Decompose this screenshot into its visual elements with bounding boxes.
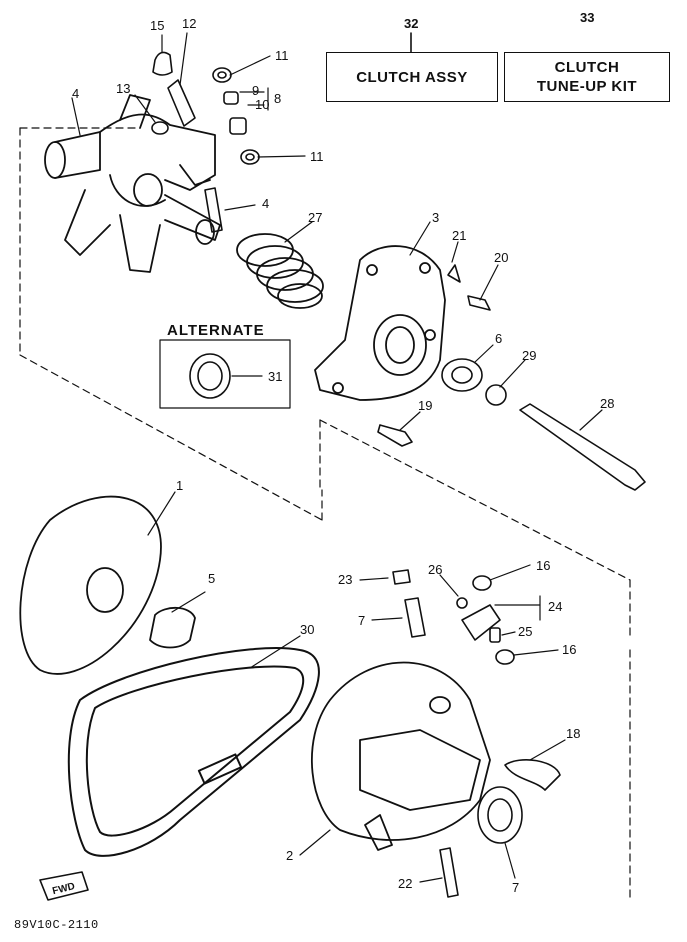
callout-27: 27 bbox=[308, 210, 322, 225]
part-12-roller bbox=[167, 79, 196, 127]
leader-lines bbox=[71, 32, 603, 883]
part-21 bbox=[447, 264, 461, 283]
callout-26: 26 bbox=[428, 562, 442, 577]
clutch-tuneup-kit-box: CLUTCH TUNE-UP KIT bbox=[504, 52, 670, 102]
frame-dashed-lines bbox=[19, 127, 631, 901]
fwd-arrow bbox=[39, 871, 89, 901]
callout-15: 15 bbox=[150, 18, 164, 33]
slider-5 bbox=[149, 606, 196, 649]
callout-25: 25 bbox=[518, 624, 532, 639]
callout-2: 2 bbox=[286, 848, 293, 863]
callout-7a: 7 bbox=[358, 613, 365, 628]
callout-8: 8 bbox=[274, 91, 281, 106]
part-13 bbox=[151, 121, 169, 135]
callout-16a: 16 bbox=[536, 558, 550, 573]
sheave-fixed-1 bbox=[19, 495, 162, 675]
callout-22: 22 bbox=[398, 876, 412, 891]
fwd-label: FWD bbox=[51, 881, 76, 897]
alternate-box bbox=[159, 339, 291, 409]
clutch-assy-box: CLUTCH ASSY bbox=[326, 52, 498, 102]
callout-1: 1 bbox=[176, 478, 183, 493]
plug-23 bbox=[392, 569, 411, 585]
callout-16b: 16 bbox=[562, 642, 576, 657]
callout-10: 10 bbox=[255, 97, 269, 112]
callout-9: 9 bbox=[252, 83, 259, 98]
callout-30: 30 bbox=[300, 622, 314, 637]
callout-numbers: 32 33 15 12 13 4 11 9 10 8 11 4 27 31 3 … bbox=[51, 10, 614, 897]
part-15-cap bbox=[152, 51, 173, 76]
callout-13: 13 bbox=[116, 81, 130, 96]
washer-16a bbox=[472, 575, 492, 591]
tube-18 bbox=[504, 759, 561, 791]
callout-11a: 11 bbox=[275, 48, 289, 63]
cover-3 bbox=[314, 245, 446, 401]
alternate-part-31 bbox=[189, 353, 231, 399]
callout-23: 23 bbox=[338, 572, 352, 587]
callout-29: 29 bbox=[522, 348, 536, 363]
callout-12: 12 bbox=[182, 16, 196, 31]
callout-4b: 4 bbox=[262, 196, 269, 211]
clutch-tuneup-kit-label: CLUTCH TUNE-UP KIT bbox=[536, 59, 638, 95]
callout-33: 33 bbox=[580, 10, 594, 25]
washer-16b bbox=[495, 649, 515, 665]
callout-28: 28 bbox=[600, 396, 614, 411]
sheave-movable-2 bbox=[311, 661, 491, 851]
spider-bolt bbox=[204, 187, 223, 233]
bolt-22 bbox=[439, 847, 459, 898]
spring-27 bbox=[236, 233, 324, 309]
part-9 bbox=[223, 91, 239, 105]
callout-4a: 4 bbox=[72, 86, 79, 101]
callout-11b: 11 bbox=[310, 149, 324, 164]
rod-28 bbox=[519, 403, 646, 491]
bolt-19 bbox=[377, 424, 413, 447]
callout-31: 31 bbox=[268, 369, 282, 384]
callout-24: 24 bbox=[548, 599, 562, 614]
bolt-20 bbox=[467, 295, 491, 311]
callout-6: 6 bbox=[495, 331, 502, 346]
callout-19: 19 bbox=[418, 398, 432, 413]
part-25 bbox=[489, 627, 501, 643]
callout-18: 18 bbox=[566, 726, 580, 741]
part-10 bbox=[229, 117, 247, 135]
part-29 bbox=[485, 384, 507, 406]
bush-7 bbox=[477, 786, 523, 844]
alternate-label: ALTERNATE bbox=[167, 322, 265, 339]
callout-20: 20 bbox=[494, 250, 508, 265]
bush-6 bbox=[441, 358, 483, 392]
belt-30 bbox=[67, 647, 320, 857]
callout-3: 3 bbox=[432, 210, 439, 225]
clutch-assy-label: CLUTCH ASSY bbox=[356, 68, 468, 86]
spider-assembly bbox=[44, 94, 221, 273]
washer-11a bbox=[212, 67, 232, 83]
callout-21: 21 bbox=[452, 228, 466, 243]
callout-32: 32 bbox=[404, 16, 418, 31]
callout-7b: 7 bbox=[512, 880, 519, 895]
drawing-code: 89V10C-2110 bbox=[14, 918, 99, 932]
part-26 bbox=[456, 597, 468, 609]
callout-5: 5 bbox=[208, 571, 215, 586]
washer-11b bbox=[240, 149, 260, 165]
pin-7 bbox=[404, 597, 426, 638]
weight-24 bbox=[461, 604, 501, 641]
